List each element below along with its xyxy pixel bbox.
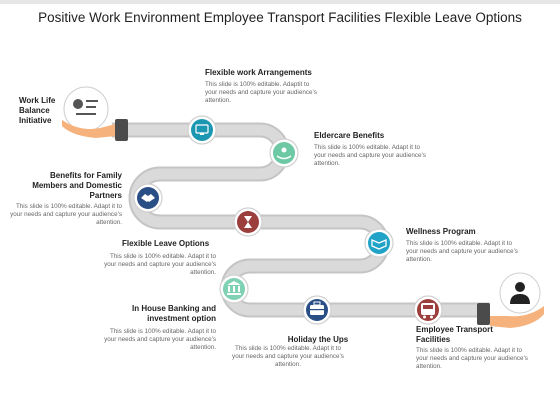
care-hands-icon [276,147,292,160]
step-6-desc: This slide is 100% editable. Adapt it to… [104,253,216,276]
bus-icon [421,303,435,319]
hourglass-icon [244,216,252,228]
step-3-label: Benefits for Family Members and Domestic… [32,171,122,200]
step-5-label: Wellness Program [406,227,476,236]
step-6-label: Flexible Leave Options [122,239,210,248]
step-7-label: In House Banking and investment option [131,304,216,323]
left-hand-illustration [62,86,128,141]
handshake-icon [141,194,155,202]
bank-icon [227,281,241,295]
step-marker-4 [233,207,263,237]
wellness-book-icon [371,239,387,250]
step-9-label: Employee Transport Facilities [416,325,493,344]
step-3-desc: This slide is 100% editable. Adapt it to… [10,203,122,226]
start-label: Work Life Balance Initiative [19,96,56,125]
step-1-label: Flexible work Arrangements [205,68,312,77]
step-marker-1 [187,115,217,145]
step-marker-2 [269,138,299,168]
right-hand-icon [490,306,544,328]
monitor-icon [195,124,209,135]
step-marker-3 [133,183,163,213]
left-hand-icon [62,120,116,138]
left-cuff [115,119,128,141]
step-8-label: Holiday the Ups [287,335,349,344]
step-marker-6 [219,274,249,304]
suitcase-icon [310,301,324,315]
step-5-desc: This slide is 100% editable. Adapt it to… [406,240,518,263]
page-title: Positive Work Environment Employee Trans… [38,10,522,25]
step-7-desc: This slide is 100% editable. Adapt it to… [104,328,216,351]
step-marker-9 [413,295,443,325]
step-8-desc: This slide is 100% editable. Adapt it to… [232,345,344,368]
step-marker-8 [302,295,332,325]
step-marker-5 [364,228,394,258]
step-2-desc: This slide is 100% editable. Adapt it to… [314,144,426,167]
right-hand-illustration [477,272,544,328]
person-circle [499,272,541,314]
top-bar [0,0,560,4]
document-circle [63,86,109,132]
step-1-desc: This slide is 100% editable. Adaptit to … [205,81,317,104]
step-2-label: Eldercare Benefits [314,131,385,140]
right-cuff [477,303,490,325]
step-9-desc: This slide is 100% editable. Adapt it to… [416,347,528,370]
